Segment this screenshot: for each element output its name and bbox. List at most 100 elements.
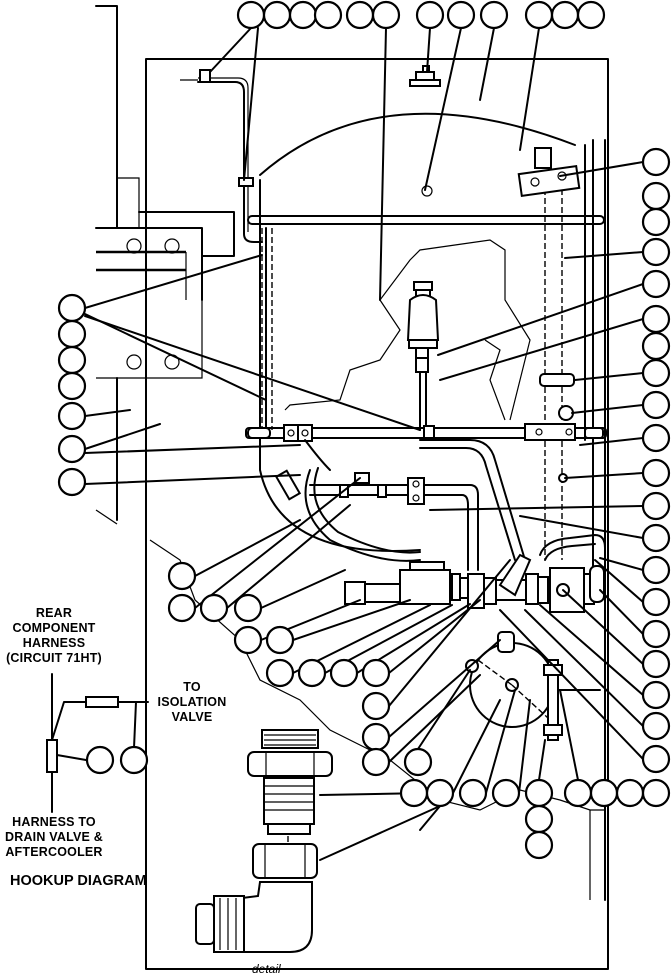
callout-balloon-right[interactable] (641, 423, 671, 453)
label-line: (CIRCUIT 71HT) (6, 651, 102, 665)
leader-line (226, 504, 351, 609)
isolation-valve-assembly (344, 534, 606, 613)
leader-line (519, 27, 540, 151)
callout-balloon-fan[interactable] (167, 593, 197, 623)
hookup-diagram-title: HOOKUP DIAGRAM (10, 873, 147, 889)
callout-balloon-right[interactable] (641, 331, 671, 361)
leader-line (260, 569, 346, 609)
leader-line (599, 557, 644, 571)
callout-balloon-fan[interactable] (233, 625, 263, 655)
callout-balloon-top[interactable] (262, 0, 292, 30)
callout-balloon-top[interactable] (479, 0, 509, 30)
callout-balloon-right[interactable] (641, 680, 671, 710)
hookup-diagram-lines (46, 673, 149, 813)
callout-balloon-right[interactable] (641, 587, 671, 617)
callout-balloon-fan[interactable] (297, 658, 327, 688)
leader-line (84, 254, 263, 309)
callout-balloon-bottom[interactable] (425, 778, 455, 808)
callout-balloon-left[interactable] (57, 345, 87, 375)
callout-balloon-right[interactable] (641, 147, 671, 177)
callout-balloon-bottom[interactable] (524, 830, 554, 860)
callout-balloon-bottom[interactable] (563, 778, 593, 808)
leader-line (194, 519, 301, 577)
callout-balloon-top[interactable] (524, 0, 554, 30)
callout-balloon-bottom[interactable] (399, 778, 429, 808)
leader-line (84, 409, 131, 417)
callout-balloon-right[interactable] (641, 555, 671, 585)
callout-balloon-right[interactable] (641, 181, 671, 211)
label-line: HARNESS (22, 636, 86, 650)
leader-line (292, 599, 411, 641)
callout-balloon-right[interactable] (641, 390, 671, 420)
callout-balloon-fan[interactable] (265, 625, 295, 655)
callout-balloon-right[interactable] (641, 207, 671, 237)
leader-line (319, 805, 441, 861)
callout-balloon-bottom[interactable] (615, 778, 645, 808)
leader-line (538, 739, 546, 781)
callout-balloon-hookup[interactable] (85, 745, 115, 775)
leader-line (417, 669, 471, 750)
callout-balloon-bottom[interactable] (524, 778, 554, 808)
leader-line (524, 609, 644, 727)
leader-line (579, 437, 644, 446)
callout-balloon-bottom[interactable] (641, 778, 671, 808)
leader-line (518, 699, 531, 794)
callout-balloon-top[interactable] (288, 0, 318, 30)
leader-line (599, 589, 644, 635)
callout-balloon-right[interactable] (641, 237, 671, 267)
callout-balloon-fan[interactable] (265, 658, 295, 688)
callout-balloon-top[interactable] (371, 0, 401, 30)
leader-line (439, 318, 644, 381)
callout-balloon-right[interactable] (641, 523, 671, 553)
callout-balloon-left[interactable] (57, 293, 87, 323)
callout-balloon-left[interactable] (57, 467, 87, 497)
drain-valve (406, 281, 440, 439)
leader-line (574, 372, 644, 381)
callout-balloon-fan[interactable] (199, 593, 229, 623)
callout-balloon-fan[interactable] (233, 593, 263, 623)
callout-balloon-top[interactable] (446, 0, 476, 30)
callout-balloon-right[interactable] (641, 458, 671, 488)
callout-balloon-fan[interactable] (361, 658, 391, 688)
callout-balloon-fan[interactable] (329, 658, 359, 688)
callout-balloon-top[interactable] (576, 0, 606, 30)
callout-balloon-top[interactable] (236, 0, 266, 30)
callout-balloon-hookup[interactable] (119, 745, 149, 775)
to-isolation-valve-label: TO ISOLATION VALVE (154, 680, 230, 725)
leader-line (479, 27, 495, 101)
leader-line (84, 444, 301, 454)
callout-balloon-top[interactable] (550, 0, 580, 30)
callout-balloon-fan[interactable] (167, 561, 197, 591)
callout-balloon-bottom[interactable] (491, 778, 521, 808)
callout-balloon-right[interactable] (641, 619, 671, 649)
callout-balloon-top[interactable] (313, 0, 343, 30)
callout-balloon-left[interactable] (57, 371, 87, 401)
callout-balloon-top[interactable] (345, 0, 375, 30)
callout-balloon-right[interactable] (641, 649, 671, 679)
callout-balloon-fan[interactable] (361, 747, 391, 777)
leader-line (559, 161, 644, 177)
label-line: ISOLATION (157, 695, 227, 709)
callout-balloon-right[interactable] (641, 711, 671, 741)
callout-balloon-top[interactable] (415, 0, 445, 30)
callout-balloon-right[interactable] (641, 358, 671, 388)
callout-balloon-fan[interactable] (403, 747, 433, 777)
callout-balloon-fan[interactable] (361, 722, 391, 752)
callout-balloon-left[interactable] (57, 401, 87, 431)
callout-balloon-fan[interactable] (361, 691, 391, 721)
leader-line (429, 505, 644, 511)
callout-balloon-right[interactable] (641, 491, 671, 521)
callout-balloon-right[interactable] (641, 304, 671, 334)
callout-balloon-right[interactable] (641, 269, 671, 299)
detail-caption: detail (252, 962, 281, 976)
label-line: AFTERCOOLER (5, 845, 103, 859)
callout-balloon-right[interactable] (641, 744, 671, 774)
leader-line (194, 477, 361, 609)
label-line: REAR (35, 606, 73, 620)
callout-balloon-left[interactable] (57, 434, 87, 464)
leader-line (379, 27, 387, 301)
callout-balloon-bottom[interactable] (458, 778, 488, 808)
callout-balloon-left[interactable] (57, 319, 87, 349)
callout-balloon-bottom[interactable] (589, 778, 619, 808)
callout-balloon-bottom[interactable] (524, 804, 554, 834)
